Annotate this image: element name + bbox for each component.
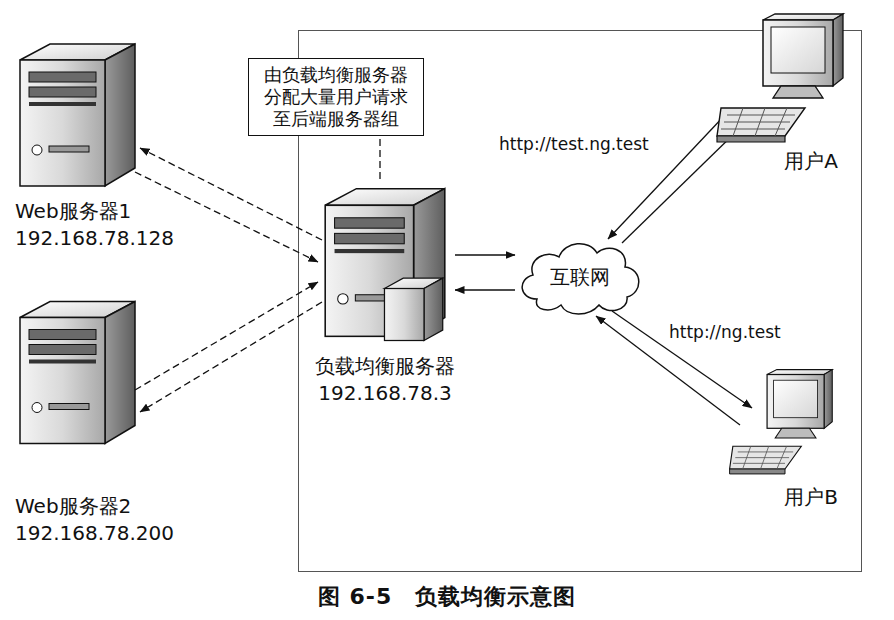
ip-address: 192.168.78.3 [290, 380, 480, 407]
dashed-arrow [135, 282, 318, 390]
ip-address: 192.168.78.200 [15, 520, 181, 547]
server-icon [15, 40, 140, 190]
load-balancer: 负载均衡服务器192.168.78.3 [290, 175, 480, 407]
figure-caption: 图 6-5 负载均衡示意图 [0, 582, 894, 612]
url-label: http://test.ng.test [496, 134, 652, 154]
request-arrow [455, 289, 515, 290]
computer-icon [725, 368, 845, 478]
node-name: 用户B [710, 484, 838, 511]
internet-cloud: 互联网 [515, 237, 645, 317]
node-name: Web服务器1 [15, 198, 181, 225]
url-label: http://ng.test [666, 322, 784, 342]
user-computer: 用户B [710, 368, 860, 511]
server-icon [320, 175, 450, 350]
user-computer: 用户A [710, 12, 860, 175]
ip-address: 192.168.78.128 [15, 225, 181, 252]
callout-text: 由负载均衡服务器 分配大量用户请求 至后端服务器组 [255, 64, 417, 130]
node-name: 负载均衡服务器 [290, 353, 480, 380]
server-icon [15, 290, 140, 455]
web-server: Web服务器1192.168.78.128 [5, 40, 181, 252]
callout-box: 由负载均衡服务器 分配大量用户请求 至后端服务器组 [248, 58, 424, 136]
computer-icon [715, 12, 855, 147]
dashed-arrow [140, 302, 322, 412]
node-name: 用户A [710, 148, 838, 175]
node-name: Web服务器2 [15, 493, 181, 520]
node-name: 互联网 [550, 264, 610, 291]
request-arrow [455, 254, 515, 255]
web-server: Web服务器2192.168.78.200 [5, 290, 181, 547]
